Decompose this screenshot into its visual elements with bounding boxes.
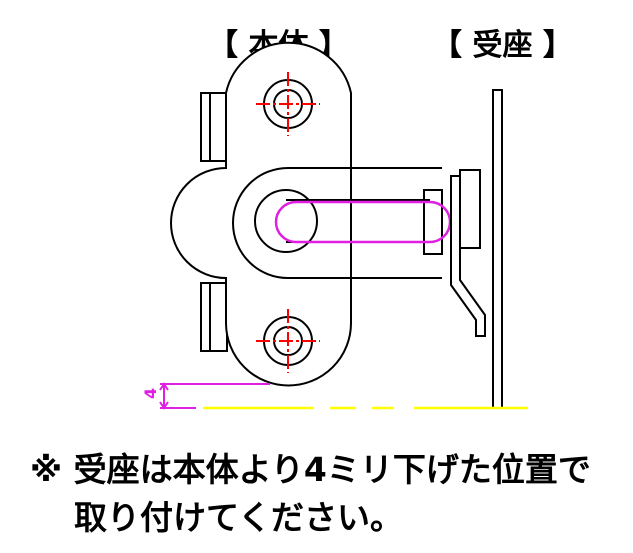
bolt-head (423, 189, 443, 255)
main-body (170, 41, 352, 387)
seat-catch-frame (459, 169, 481, 249)
note-line-2: 取り付けてください。 (74, 498, 404, 537)
bottom-tab-inner (209, 282, 228, 352)
bolt-slot (274, 200, 452, 244)
body-plate (170, 41, 352, 387)
dimension-marker (159, 382, 270, 410)
seat-label: 【 受座 】 (432, 28, 573, 63)
note-line-1: ※ 受座は本体より4ミリ下げた位置で (30, 450, 591, 489)
receiving-seat (450, 89, 503, 409)
bolt-hole (254, 189, 318, 253)
seat-back-plate (492, 89, 503, 409)
installation-note: ※ 受座は本体より4ミリ下げた位置で 取り付けてください。 (30, 446, 591, 542)
top-tab-inner (209, 92, 228, 162)
bottom-screw (256, 309, 320, 373)
top-screw (256, 72, 320, 136)
bolt-housing (232, 167, 442, 279)
seat-arm (450, 175, 486, 337)
dimension-value: 4 (141, 388, 160, 399)
